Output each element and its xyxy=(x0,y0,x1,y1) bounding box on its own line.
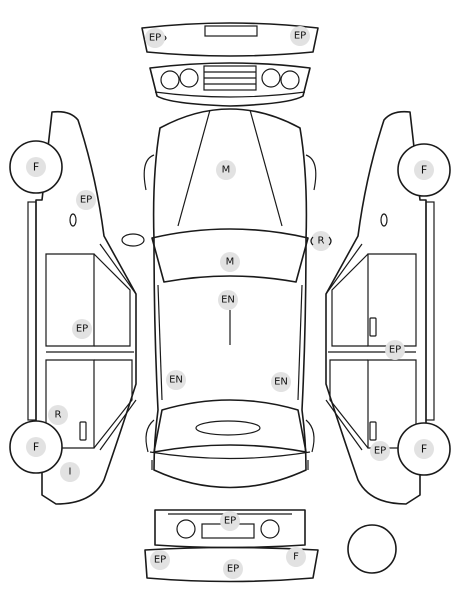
svg-text:EN: EN xyxy=(221,295,235,306)
svg-text:EN: EN xyxy=(169,375,183,386)
right-mirror-bracket xyxy=(310,236,314,246)
svg-text:F: F xyxy=(33,161,39,174)
marker-f-right-rear-wheel[interactable]: F xyxy=(414,439,434,459)
marker-r-left-rear[interactable]: R xyxy=(48,405,68,425)
marker-f-left-rear-wheel[interactable]: F xyxy=(26,437,46,457)
svg-text:M: M xyxy=(222,165,231,176)
marker-i-left-rear[interactable]: I xyxy=(60,462,80,482)
marker-m-windshield[interactable]: M xyxy=(220,252,240,272)
marker-m-hood[interactable]: M xyxy=(216,160,236,180)
marker-ep-rear-bumper-left[interactable]: EP xyxy=(150,550,170,570)
left-mirror[interactable] xyxy=(121,233,145,247)
svg-text:F: F xyxy=(33,441,39,454)
svg-text:EP: EP xyxy=(374,446,386,457)
svg-text:M: M xyxy=(226,257,235,268)
marker-f-left-front-wheel[interactable]: F xyxy=(26,157,46,177)
marker-r-right-mirror[interactable]: R xyxy=(311,231,331,251)
svg-text:EP: EP xyxy=(80,195,92,206)
svg-text:EP: EP xyxy=(224,516,236,527)
svg-text:EP: EP xyxy=(149,33,161,44)
marker-en-right[interactable]: EN xyxy=(271,372,291,392)
svg-text:EP: EP xyxy=(227,564,239,575)
marker-en-roof[interactable]: EN xyxy=(218,290,238,310)
marker-f-right-front-wheel[interactable]: F xyxy=(414,160,434,180)
marker-ep-front-right[interactable]: EP xyxy=(290,26,310,46)
svg-text:EP: EP xyxy=(76,324,88,335)
marker-ep-front-left[interactable]: EP xyxy=(145,28,165,48)
marker-en-left[interactable]: EN xyxy=(166,370,186,390)
svg-text:EP: EP xyxy=(154,555,166,566)
marker-ep-rear-bumper-center[interactable]: EP xyxy=(223,559,243,579)
rear-bumper[interactable] xyxy=(144,546,319,583)
front-view[interactable] xyxy=(149,62,311,107)
svg-text:R: R xyxy=(55,410,62,421)
svg-text:F: F xyxy=(293,552,299,563)
marker-ep-left-door[interactable]: EP xyxy=(72,319,92,339)
marker-f-rear-bumper-right[interactable]: F xyxy=(286,547,306,567)
svg-text:F: F xyxy=(421,443,427,456)
right-mirror-bracket-2 xyxy=(328,236,332,246)
marker-ep-left-fender[interactable]: EP xyxy=(76,190,96,210)
svg-text:EP: EP xyxy=(389,345,401,356)
car-top-view[interactable] xyxy=(143,108,317,489)
svg-text:EN: EN xyxy=(274,377,288,388)
marker-ep-right-door[interactable]: EP xyxy=(385,340,405,360)
svg-text:I: I xyxy=(69,467,72,478)
svg-text:EP: EP xyxy=(294,31,306,42)
svg-text:F: F xyxy=(421,164,427,177)
spare-tire[interactable] xyxy=(347,524,397,574)
svg-text:R: R xyxy=(318,236,325,247)
marker-ep-right-rear[interactable]: EP xyxy=(370,441,390,461)
marker-ep-rear-view[interactable]: EP xyxy=(220,511,240,531)
